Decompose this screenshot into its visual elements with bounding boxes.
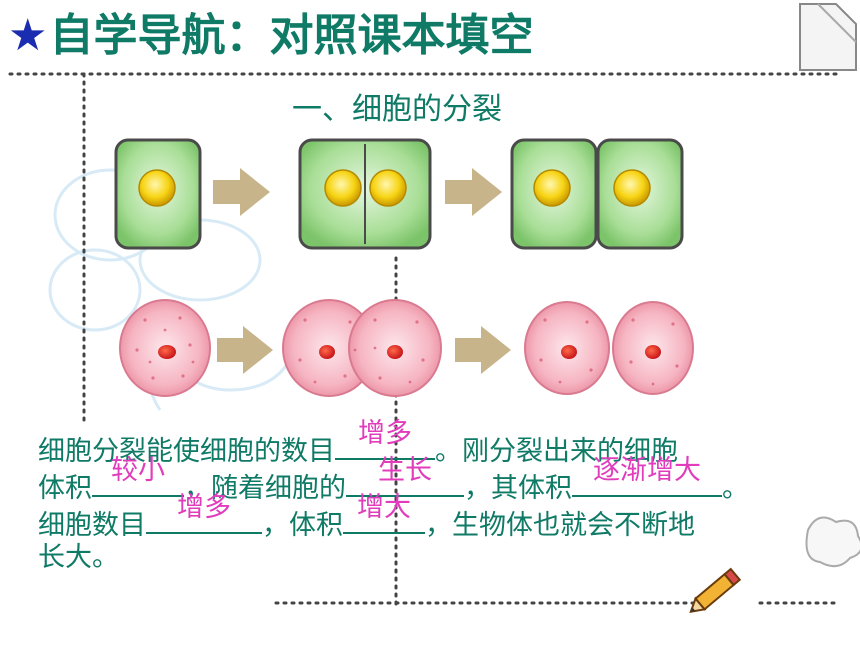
page-title: ★自学导航：对照课本填空 — [8, 8, 533, 64]
paragraph-line-2: 体积较小 ，随着细胞的 生长 ，其体积逐渐增大。 — [38, 455, 818, 504]
animal-cell-stage-1 — [119, 299, 211, 397]
arrow-icon — [455, 326, 511, 374]
paragraph-line-4: 长大。 — [38, 539, 818, 576]
cell-speckles — [135, 316, 679, 386]
paragraph-line-1: 细胞分裂能使细胞的数目增多。刚分裂出来的细胞 — [38, 418, 818, 467]
pencil-icon — [689, 567, 742, 613]
plant-cell-stage-1 — [114, 138, 202, 250]
page-curl — [799, 3, 857, 71]
answer-text: 增多 — [358, 418, 412, 449]
answer-blank-6[interactable]: 增大 — [343, 492, 425, 534]
star-icon: ★ — [8, 10, 48, 61]
arrow-icon — [445, 168, 502, 216]
arrow-icon — [213, 168, 270, 216]
animal-cell-division-diagram — [119, 299, 694, 397]
plant-cell-stage-3 — [510, 138, 684, 250]
plant-cell-stage-2 — [298, 138, 432, 250]
text-segment: ，随着细胞的 — [184, 473, 346, 504]
answer-text: 逐渐增大 — [593, 455, 701, 486]
section-heading: 一、细胞的分裂 — [292, 92, 502, 127]
animal-cell-stage-2 — [282, 299, 442, 397]
text-segment: 细胞分裂能使细胞的数目 — [38, 436, 335, 467]
text-segment: 。 — [722, 473, 749, 504]
answer-blank-3[interactable]: 生长 — [346, 455, 464, 497]
text-segment: 细胞数目 — [38, 510, 146, 541]
text-segment: 长大。 — [38, 542, 119, 573]
answer-text: 生长 — [378, 455, 432, 486]
page-title-text: 自学导航：对照课本填空 — [49, 10, 534, 61]
answer-blank-5[interactable]: 增多 — [146, 492, 262, 534]
text-segment: ，其体积 — [464, 473, 572, 504]
text-segment: ，体积 — [262, 510, 343, 541]
text-segment: 。刚分裂出来的细胞 — [435, 436, 678, 467]
answer-blank-4[interactable]: 逐渐增大 — [572, 455, 722, 497]
text-segment: 体积 — [38, 473, 92, 504]
answer-blank-1[interactable]: 增多 — [335, 418, 435, 460]
answer-text: 增大 — [357, 492, 411, 523]
answer-text: 较小 — [111, 455, 165, 486]
paragraph-line-3: 细胞数目增多 ，体积增大 ，生物体也就会不断地 — [38, 492, 818, 541]
arrow-icon — [217, 326, 273, 374]
cloud-decoration — [805, 516, 860, 568]
fill-in-paragraph: 细胞分裂能使细胞的数目增多。刚分裂出来的细胞 体积较小，随着细胞的生长，其体积逐… — [38, 418, 818, 576]
animal-cell-stage-3 — [524, 301, 694, 395]
answer-text: 增多 — [177, 492, 231, 523]
text-segment: ，生物体也就会不断地 — [425, 510, 695, 541]
plant-cell-division-diagram — [114, 138, 684, 250]
answer-blank-2[interactable]: 较小 — [92, 455, 184, 497]
